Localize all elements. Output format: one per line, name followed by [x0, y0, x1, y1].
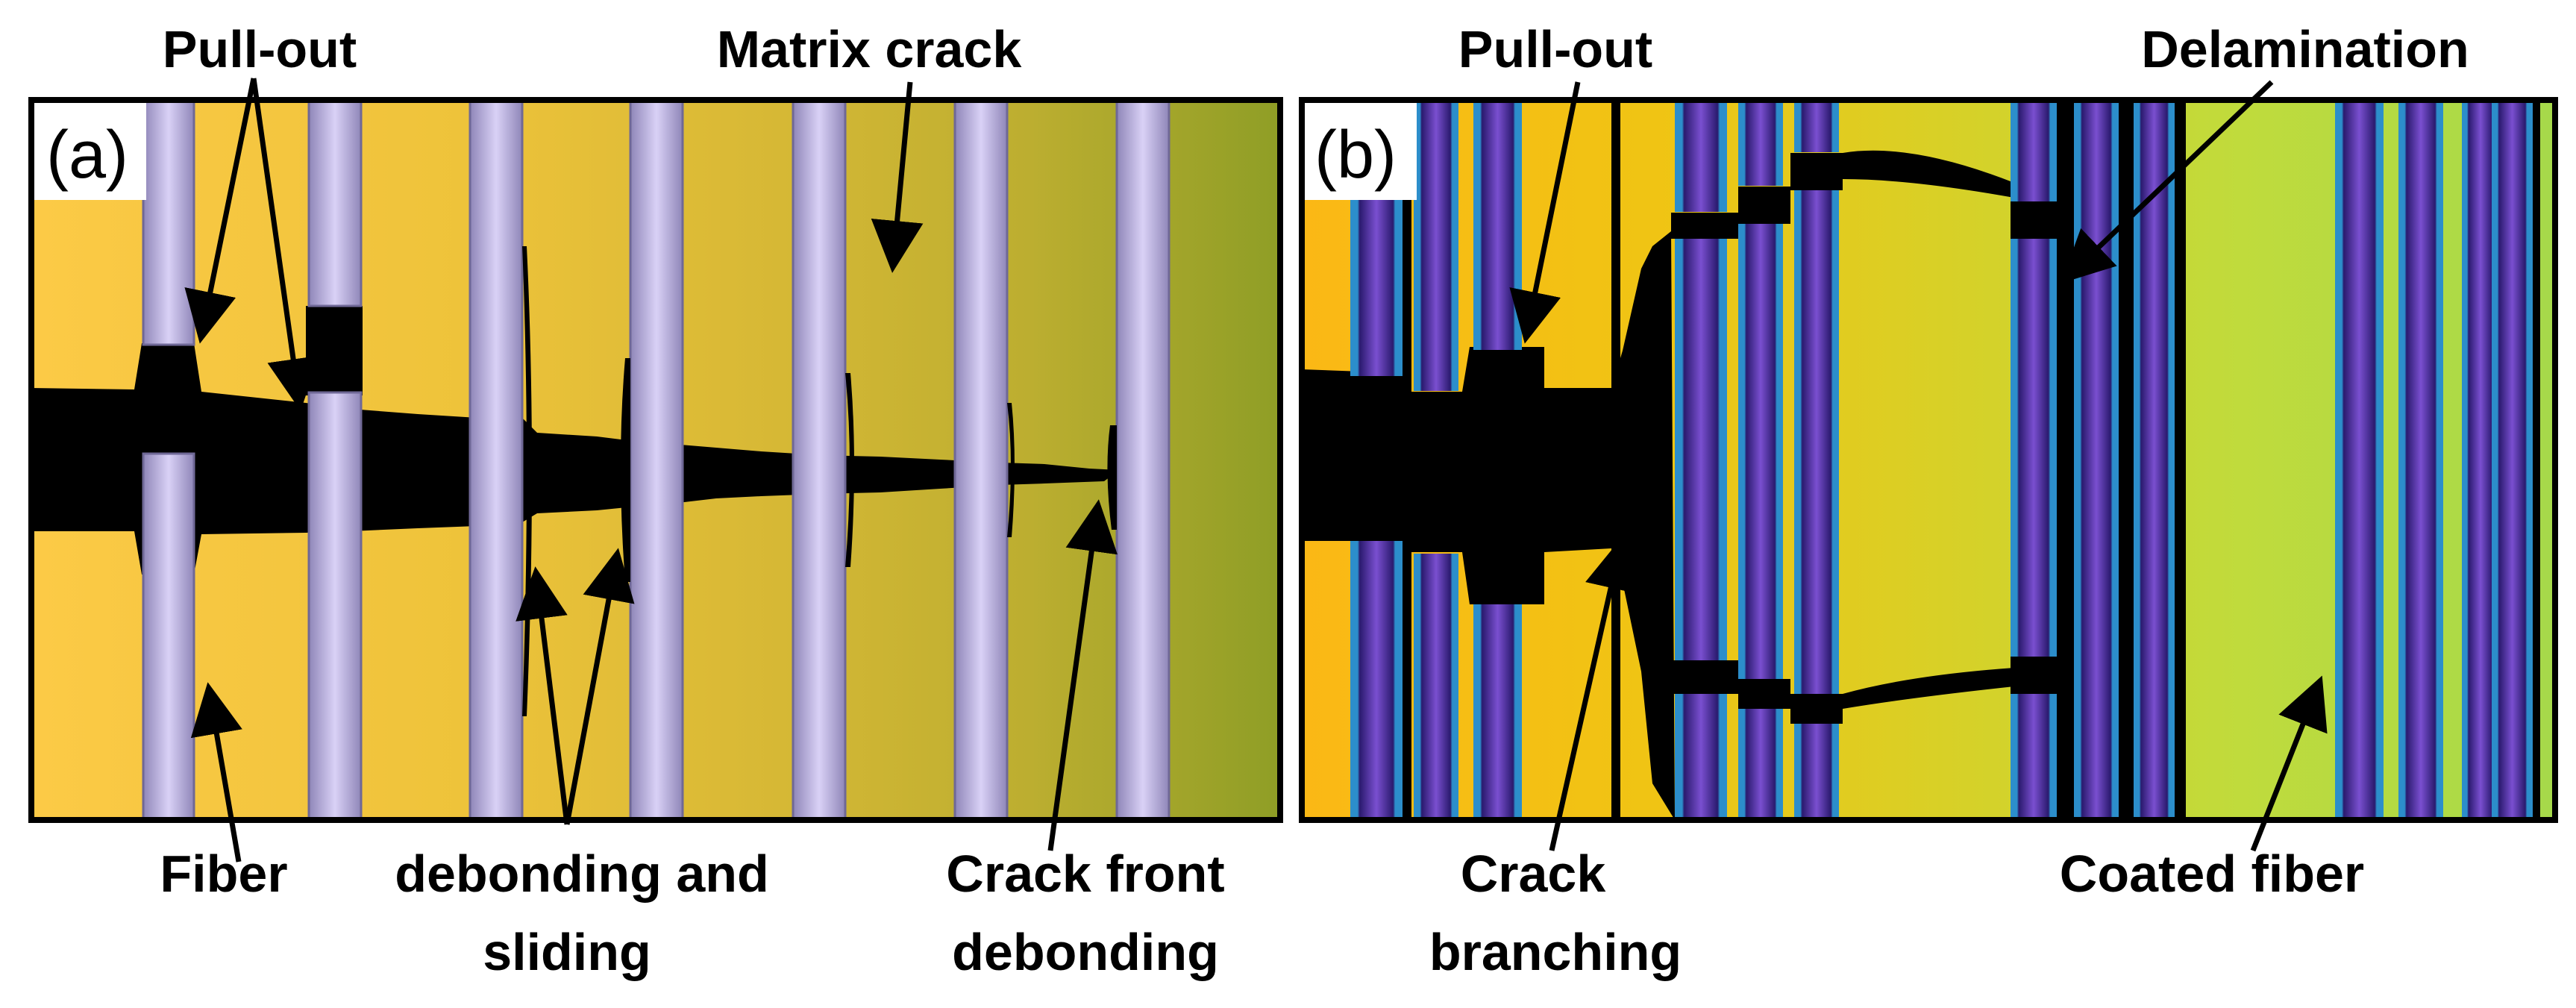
crack-network-b — [1302, 231, 1675, 820]
fiber-b-2-top — [1414, 100, 1458, 391]
fiber-gap-b-4 — [2533, 100, 2540, 820]
fiber-b-9 — [2134, 100, 2175, 820]
label-fiber: Fiber — [160, 845, 287, 903]
fiber-b-2-bottom — [1414, 554, 1458, 820]
label-crackfront-2: debonding — [952, 923, 1219, 981]
pullout-gap-2 — [306, 306, 363, 395]
panel-b-id: (b) — [1314, 118, 1397, 192]
label-crack-2: branching — [1429, 923, 1682, 981]
fiber-a-5 — [792, 98, 847, 821]
panel-b-id-box — [1305, 103, 1417, 200]
fiber-a-2-top — [307, 98, 363, 307]
fiber-b-7-top — [2011, 100, 2057, 201]
fiber-a-4 — [629, 98, 684, 821]
fiber-b-3-bottom — [1473, 604, 1522, 820]
fiber-b-5-mid — [1738, 224, 1783, 679]
panel-a-id: (a) — [46, 118, 128, 192]
fiber-a-1-top — [142, 98, 195, 346]
panel-a-border — [28, 97, 1283, 823]
fiber-b-4-mid — [1675, 239, 1727, 660]
fiber-b-5-bottom — [1738, 709, 1783, 820]
fiber-gap-b-2 — [1611, 100, 1620, 820]
fiber-b-4-top — [1675, 100, 1727, 212]
fiber-b-10 — [2335, 100, 2384, 820]
arrows-b — [1509, 80, 2328, 852]
debond-sliver-2 — [621, 358, 630, 582]
fiber-b-4-bottom — [1675, 694, 1727, 820]
panel-a: (a) Pull-out Matrix crack Fiber debondin… — [28, 20, 1283, 981]
label-matrix-crack: Matrix crack — [717, 20, 1022, 78]
fiber-a-7 — [1115, 98, 1171, 821]
fiber-b-6-bottom — [1794, 724, 1839, 820]
crack-lower-branch — [1671, 660, 2014, 724]
fiber-a-2-bottom — [307, 391, 363, 821]
label-coated-fiber: Coated fiber — [2060, 845, 2364, 903]
label-crack-1: Crack — [1461, 845, 1606, 903]
fiber-b-5-top — [1738, 100, 1783, 186]
fiber-b-7-mid — [2011, 239, 2057, 657]
fiber-b-13 — [2492, 100, 2533, 820]
fiber-b-1-bottom — [1350, 541, 1403, 820]
label-pullout-a: Pull-out — [163, 20, 357, 78]
panel-b-border — [1299, 97, 2558, 823]
fiber-b-11 — [2398, 100, 2443, 820]
debond-sliver-3 — [845, 373, 854, 567]
debond-sliver-4 — [1007, 403, 1015, 537]
pullout-gap-1 — [142, 343, 194, 455]
fiber-a-6 — [953, 98, 1009, 821]
label-debonding-1: debonding and — [395, 845, 769, 903]
label-crackfront-1: Crack front — [946, 845, 1224, 903]
crack-upper-branch — [1671, 150, 2014, 239]
fiber-gap-b-1 — [1403, 100, 1411, 820]
fiber-b-6-mid — [1794, 190, 1839, 694]
fiber-b-7-bottom — [2011, 694, 2057, 820]
label-debonding-2: sliding — [483, 923, 651, 981]
matrix-crack-a — [31, 343, 1119, 575]
arrows-a — [184, 78, 1118, 863]
panel-b: (b) Pull-out Delamination Crack branchin… — [1299, 20, 2558, 981]
fiber-b-6-top — [1794, 100, 1839, 152]
fiber-b-8 — [2074, 100, 2119, 820]
fiber-a-3 — [468, 98, 524, 821]
fiber-a-1-bottom — [142, 452, 195, 821]
label-delamination: Delamination — [2141, 20, 2469, 78]
fiber-b-3-top — [1473, 100, 1522, 350]
panel-a-id-box — [34, 103, 146, 200]
label-pullout-b: Pull-out — [1458, 20, 1652, 78]
